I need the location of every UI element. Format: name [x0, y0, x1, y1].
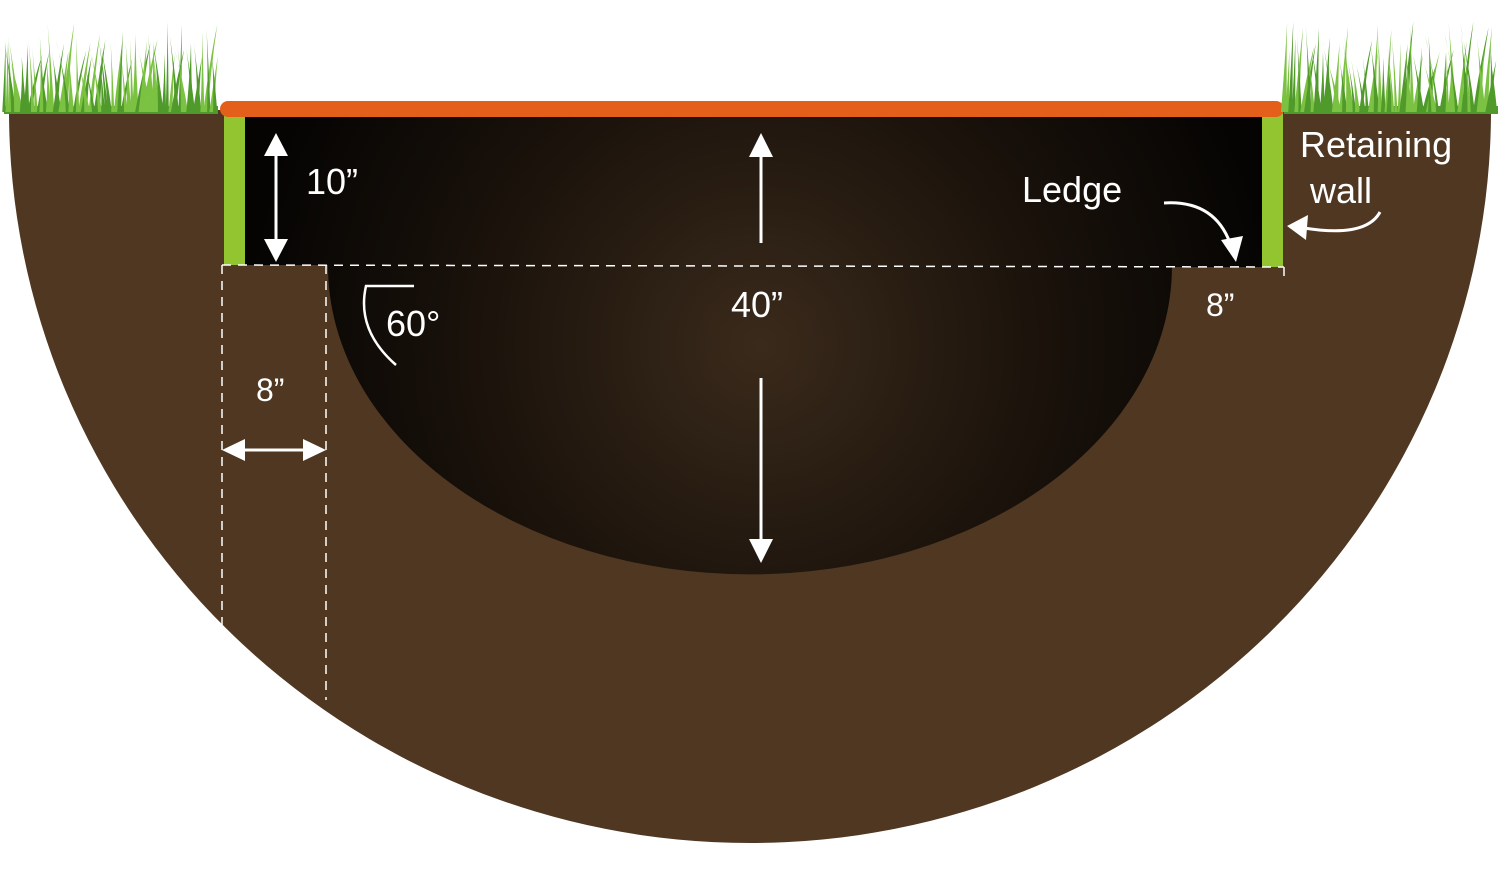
- retaining-wall-label-line2: wall: [1309, 170, 1372, 211]
- ledge-label: Ledge: [1022, 169, 1122, 210]
- retaining-wall-right: [1262, 112, 1283, 267]
- trampoline-rim: [220, 101, 1284, 117]
- retaining-wall-pointer-arrow: [1287, 211, 1382, 240]
- ledge-width-arrow: [222, 439, 326, 461]
- wall-height-label: 10”: [306, 161, 358, 202]
- depth-arrow-up: [749, 133, 773, 243]
- ledge-pointer-arrow: [1163, 201, 1243, 262]
- ledge-level-dashed-line: [221, 264, 1285, 268]
- wall-height-arrow: [264, 133, 288, 262]
- depth-arrow-down: [749, 378, 773, 563]
- angle-arc: [362, 284, 414, 366]
- grass-tuft-right-icon: [1280, 21, 1498, 114]
- angle-label: 60°: [386, 303, 440, 344]
- retaining-wall-left: [224, 112, 245, 265]
- grass-tuft-left-icon: [2, 21, 218, 114]
- depth-label: 40”: [731, 284, 783, 325]
- ledge-width-right-label: 8”: [1206, 287, 1234, 323]
- retaining-wall-label-line1: Retaining: [1300, 124, 1452, 165]
- ledge-width-left-label: 8”: [256, 372, 284, 408]
- pit-hole: [245, 112, 1262, 575]
